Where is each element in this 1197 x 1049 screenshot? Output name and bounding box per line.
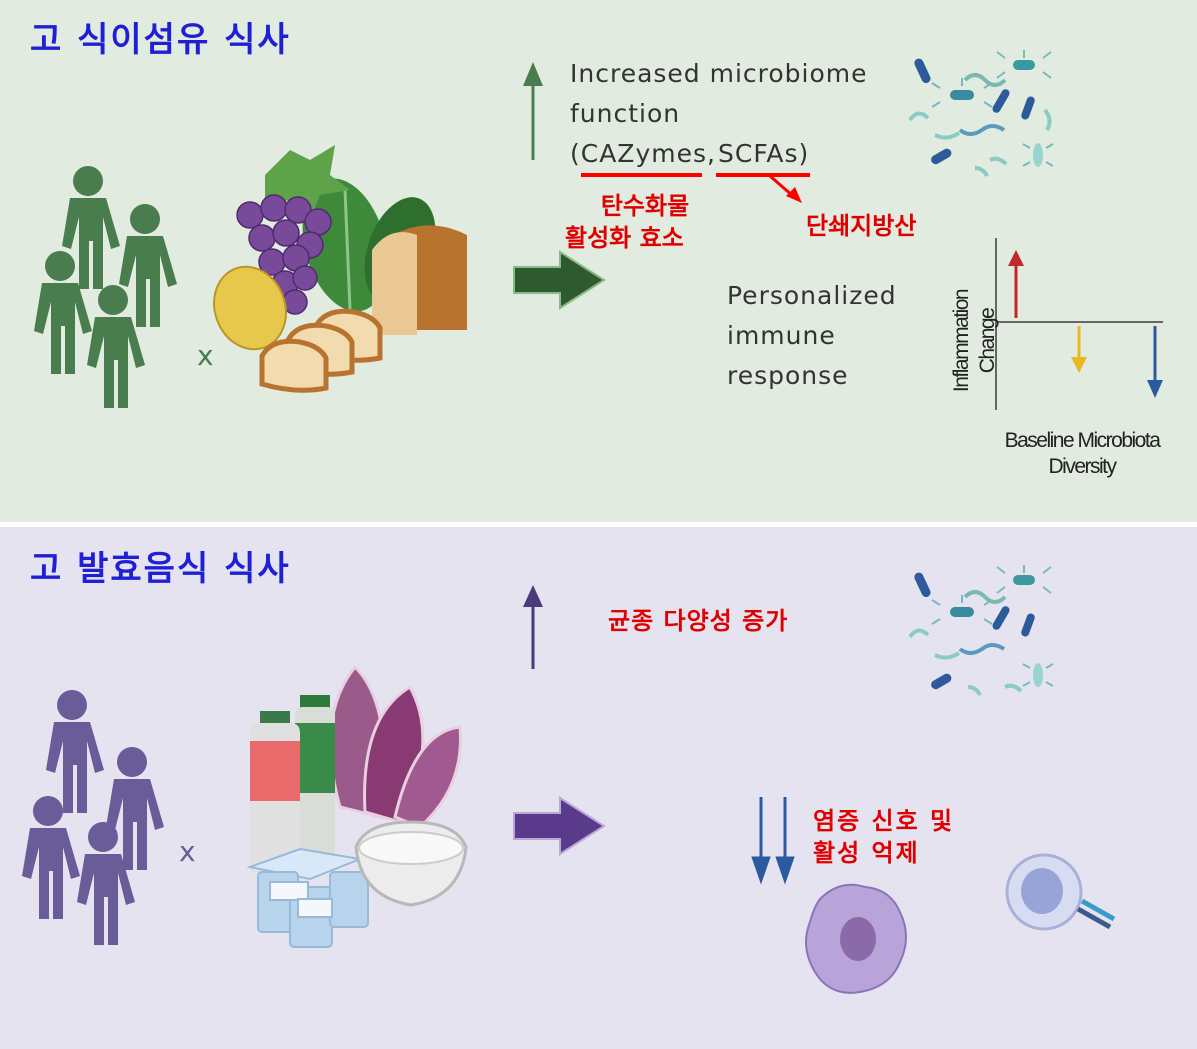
multiplier: x	[179, 835, 196, 868]
inflammation-graph	[995, 238, 1163, 410]
right-arrow-icon	[513, 796, 606, 856]
diversity-korean: 균종 다양성 증가	[608, 607, 789, 635]
microbiome-text-cazymes: (CAZymes,	[570, 139, 716, 168]
t-cell-icon	[1005, 853, 1116, 931]
bacteria-icon	[908, 565, 1054, 696]
inflammation-korean-line1: 염증 신호 및	[813, 807, 955, 835]
fermented-food-icon	[246, 664, 468, 948]
up-arrow-red-icon	[1008, 250, 1024, 318]
immune-text-line2: immune	[727, 321, 836, 350]
bacteria-icon	[908, 50, 1054, 177]
inflammation-korean-line2: 활성 억제	[813, 839, 920, 867]
down-arrow-blue-icon	[1147, 326, 1163, 398]
fiber-food-icon	[213, 145, 467, 393]
macrophage-icon	[805, 883, 907, 994]
fermented-food-panel: 고 발효음식 식사	[0, 527, 1197, 1049]
high-fiber-panel: 고 식이섬유 식사	[0, 0, 1197, 522]
ferment-illustration	[22, 565, 1116, 994]
multiplier: x	[197, 339, 214, 372]
microbiome-text-line1: Increased microbiome	[570, 59, 868, 88]
decrease-arrows-icon	[751, 797, 795, 885]
immune-text-line3: response	[727, 361, 849, 390]
increase-arrow-icon	[523, 62, 543, 160]
graph-y-label: Inflammation Change	[950, 289, 999, 393]
graph-x-label: Baseline Microbiota Diversity	[1004, 429, 1161, 478]
down-arrow-yellow-icon	[1071, 326, 1087, 373]
ferment-title: 고 발효음식 식사	[30, 549, 291, 589]
fiber-illustration	[34, 50, 1163, 410]
fiber-title: 고 식이섬유 식사	[30, 20, 291, 60]
microbiome-text-line2: function	[570, 99, 681, 128]
scfa-korean: 단쇄지방산	[806, 212, 917, 240]
microbiome-text-scfas: SCFAs)	[718, 139, 810, 168]
cazymes-korean-line2: 활성화 효소	[565, 224, 684, 252]
increase-arrow-icon	[523, 585, 543, 669]
cazymes-korean-line1: 탄수화물	[600, 192, 690, 220]
immune-text-line1: Personalized	[727, 281, 897, 310]
right-arrow-icon	[513, 250, 606, 310]
people-group-icon	[34, 166, 177, 408]
people-group-icon	[22, 690, 164, 945]
